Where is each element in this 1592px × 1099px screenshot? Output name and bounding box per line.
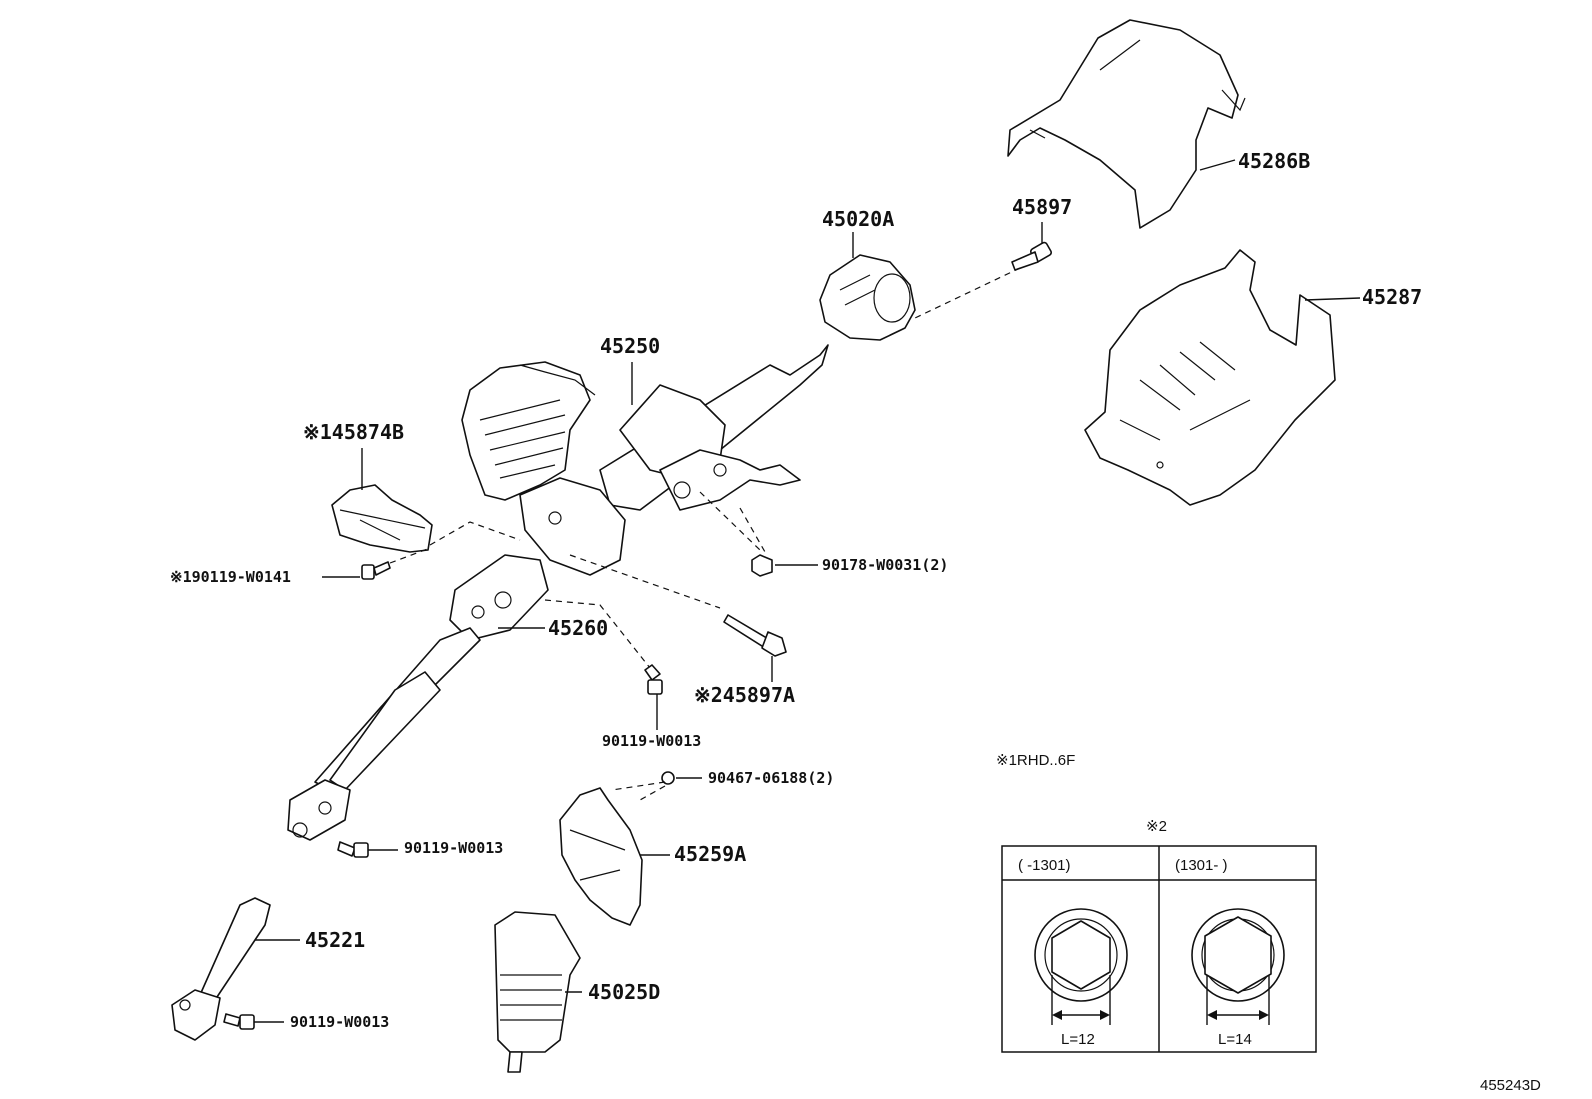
- label-45286B: 45286B: [1238, 149, 1310, 173]
- clip-90467-06188[interactable]: [661, 771, 675, 785]
- label-90119-W0013-a: 90119-W0013: [602, 732, 701, 750]
- steering-column-assembly-45250[interactable]: [461, 344, 829, 576]
- label-45897A: ※245897A: [694, 683, 795, 707]
- label-45874B: ※145874B: [303, 420, 404, 444]
- intermediate-shaft-45260[interactable]: [287, 554, 549, 841]
- inset-col2-header: (1301- ): [1175, 857, 1228, 874]
- shaft-45221[interactable]: [171, 897, 271, 1041]
- bolt-45897A[interactable]: [723, 614, 787, 657]
- nut-90178-W0031[interactable]: [751, 554, 773, 577]
- upper-column-cover-45286B[interactable]: [1007, 19, 1246, 229]
- bolt-90119-W0013-b[interactable]: [337, 841, 369, 858]
- bolt-90119-W0013-c[interactable]: [223, 1013, 255, 1030]
- label-45020A: 45020A: [822, 207, 894, 231]
- label-90178-W0031: 90178-W0031(2): [822, 556, 948, 574]
- diagram-id: 455243D: [1480, 1077, 1541, 1094]
- bolt-head-l12-icon: [1034, 908, 1128, 1025]
- label-45287: 45287: [1362, 285, 1422, 309]
- switch-housing-45020A[interactable]: [819, 254, 916, 341]
- label-45025D: 45025D: [588, 980, 660, 1004]
- label-90119-W0013-c: 90119-W0013: [290, 1013, 389, 1031]
- label-90119-W0141: ※190119-W0141: [170, 568, 291, 586]
- inset-col2-dim: L=14: [1218, 1031, 1252, 1048]
- label-45260: 45260: [548, 616, 608, 640]
- inset-col1-header: ( -1301): [1018, 857, 1071, 874]
- bolt-45897[interactable]: [1011, 241, 1052, 271]
- label-45250: 45250: [600, 334, 660, 358]
- label-45259A: 45259A: [674, 842, 746, 866]
- boot-cover-45259A[interactable]: [559, 787, 643, 926]
- label-90467-06188: 90467-06188(2): [708, 769, 834, 787]
- inset-title: ※2: [1146, 818, 1167, 835]
- inset-col1-dim: L=12: [1061, 1031, 1095, 1048]
- bracket-45874B[interactable]: [331, 484, 433, 553]
- note-rhd: ※1RHD..6F: [996, 752, 1075, 769]
- bolt-90119-W0141[interactable]: [361, 561, 391, 580]
- lower-column-cover-45287[interactable]: [1084, 249, 1336, 506]
- label-90119-W0013-b: 90119-W0013: [404, 839, 503, 857]
- label-45897: 45897: [1012, 195, 1072, 219]
- bolt-size-inset-table: ( -1301) (1301- ) L=12 L=14: [1001, 845, 1317, 1053]
- boot-45025D[interactable]: [494, 911, 581, 1073]
- label-45221: 45221: [305, 928, 365, 952]
- bolt-head-l14-icon: [1191, 908, 1285, 1025]
- bolt-90119-W0013-a[interactable]: [644, 664, 663, 695]
